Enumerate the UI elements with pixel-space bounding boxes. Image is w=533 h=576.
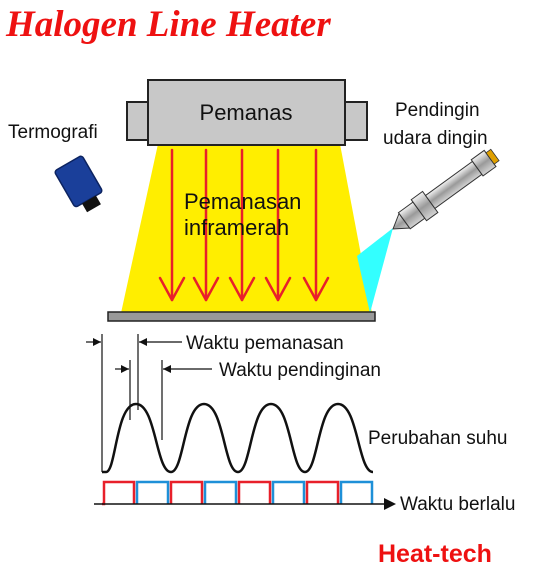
heating-arrow (158, 148, 186, 302)
air-nozzle-icon (392, 148, 500, 230)
heating-arrow (228, 148, 256, 302)
cooler-label-line1: Pendingin (395, 100, 480, 121)
time-axis-arrowhead (384, 498, 396, 510)
heating-arrow (192, 148, 220, 302)
heat-pulse (102, 480, 136, 506)
heating-arrow (302, 148, 330, 302)
cool-pulse (339, 480, 374, 504)
heat-pulse (305, 480, 340, 504)
elapsed-time-label: Waktu berlalu (400, 494, 515, 515)
heating-arrows (158, 148, 330, 302)
heat-pulse (169, 480, 204, 504)
heater-housing (126, 79, 368, 146)
cold-air-stream (357, 228, 393, 313)
temperature-change-label: Perubahan suhu (368, 428, 507, 449)
infrared-beam (121, 144, 372, 313)
heating-arrow (264, 148, 292, 302)
heating-time-label: Waktu pemanasan (186, 333, 344, 354)
brand-logo: Heat-tech (378, 540, 492, 568)
infrared-label-line2: inframerah (184, 215, 289, 240)
timing-markers (86, 334, 212, 472)
cool-pulse (203, 480, 238, 504)
camera-label: Termografi (8, 122, 98, 143)
pulse-timeline (102, 480, 374, 506)
cooling-time-label: Waktu pendinginan (219, 360, 381, 381)
diagram-title: Halogen Line Heater (5, 4, 331, 45)
cool-pulse (271, 480, 306, 504)
work-plate (107, 311, 376, 322)
temperature-wave (102, 402, 374, 474)
heat-pulse (237, 480, 272, 504)
cooler-label-line2: udara dingin (383, 128, 488, 149)
infrared-label-line1: Pemanasan (184, 189, 301, 214)
heater-label: Pemanas (200, 100, 293, 125)
cool-pulse (135, 480, 170, 504)
camera-icon (54, 155, 103, 213)
